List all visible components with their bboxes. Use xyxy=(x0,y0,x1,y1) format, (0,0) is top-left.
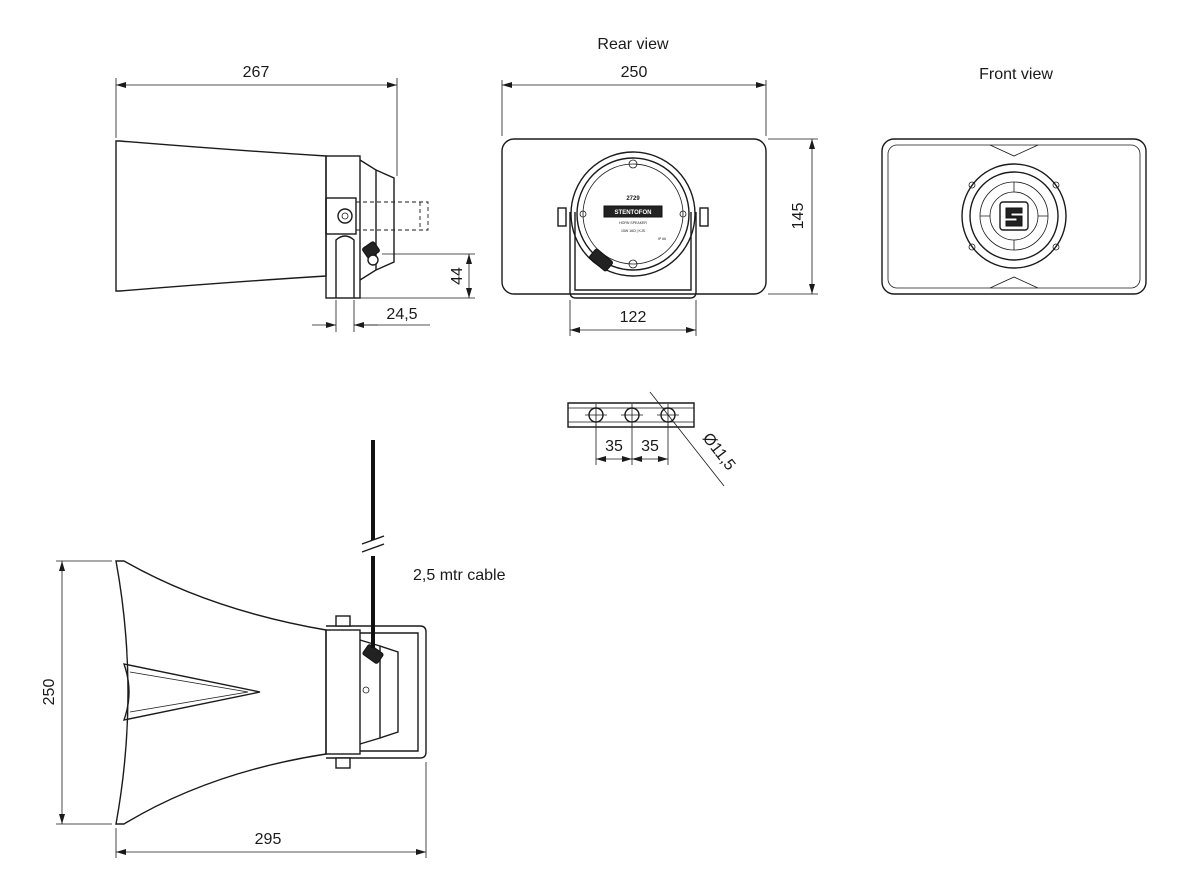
dim-side-length: 267 xyxy=(243,64,270,81)
product-rating: 15W 16Ω | KJS xyxy=(621,229,646,233)
dim-top-length: 295 xyxy=(255,831,282,848)
dim-rear-width: 250 xyxy=(621,64,648,81)
bracket-dimensions: 35 35 Ø11,5 xyxy=(595,391,739,487)
front-view: Front view xyxy=(881,66,1147,295)
front-view-title: Front view xyxy=(979,66,1053,83)
top-view: 2,5 mtr cable xyxy=(115,440,506,825)
dim-hole-diameter: Ø11,5 xyxy=(699,430,739,474)
dim-rear-height: 145 xyxy=(790,203,807,230)
product-ip: IP 66 xyxy=(658,237,666,241)
dim-side-mount-height: 44 xyxy=(449,267,466,285)
dim-side-bracket-offset: 24,5 xyxy=(386,306,417,323)
bracket-detail xyxy=(567,402,695,428)
dim-rear-bracket-width: 122 xyxy=(620,309,647,326)
dim-top-height: 250 xyxy=(41,679,58,706)
side-view xyxy=(115,140,429,299)
product-brand: STENTOFON xyxy=(615,210,652,216)
product-model: 2729 xyxy=(626,196,640,202)
rear-dimensions: 250 145 122 xyxy=(501,64,818,336)
side-dimensions: 267 44 24,5 xyxy=(115,64,475,332)
rear-view-title: Rear view xyxy=(597,36,669,53)
dim-hole-spacing-2: 35 xyxy=(641,438,659,455)
dim-hole-spacing-1: 35 xyxy=(605,438,623,455)
product-type: HORN SPEAKER xyxy=(619,221,647,225)
rear-view: Rear view 2729 STENTOFON HORN SPEAKER 15… xyxy=(501,36,767,299)
cable-label: 2,5 mtr cable xyxy=(413,567,506,584)
top-dimensions: 250 295 xyxy=(41,560,427,858)
